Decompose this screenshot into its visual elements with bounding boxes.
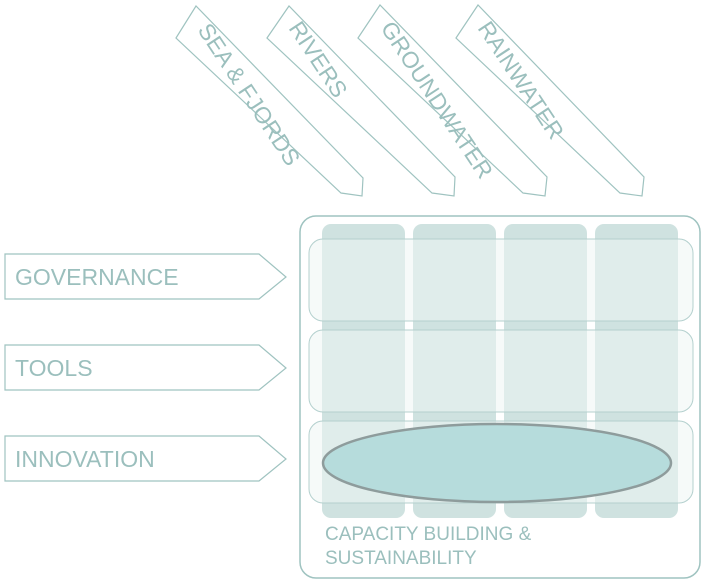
row-band-tools bbox=[308, 329, 694, 413]
row-arrow-governance: GOVERNANCE bbox=[4, 253, 287, 300]
row-label-tools: TOOLS bbox=[15, 355, 93, 381]
column-arrow-groundwater: GROUNDWATER bbox=[357, 4, 548, 197]
row-label-innovation: INNOVATION bbox=[15, 446, 155, 472]
row-band-governance bbox=[308, 238, 694, 322]
row-arrow-innovation: INNOVATION bbox=[4, 435, 287, 482]
capacity-building-label-line2: SUSTAINABILITY bbox=[325, 548, 477, 569]
row-arrow-tools: TOOLS bbox=[4, 344, 287, 391]
innovation-highlight-ellipse bbox=[321, 422, 673, 504]
capacity-building-label-line1: CAPACITY BUILDING & bbox=[325, 524, 532, 545]
row-label-governance: GOVERNANCE bbox=[15, 264, 179, 290]
